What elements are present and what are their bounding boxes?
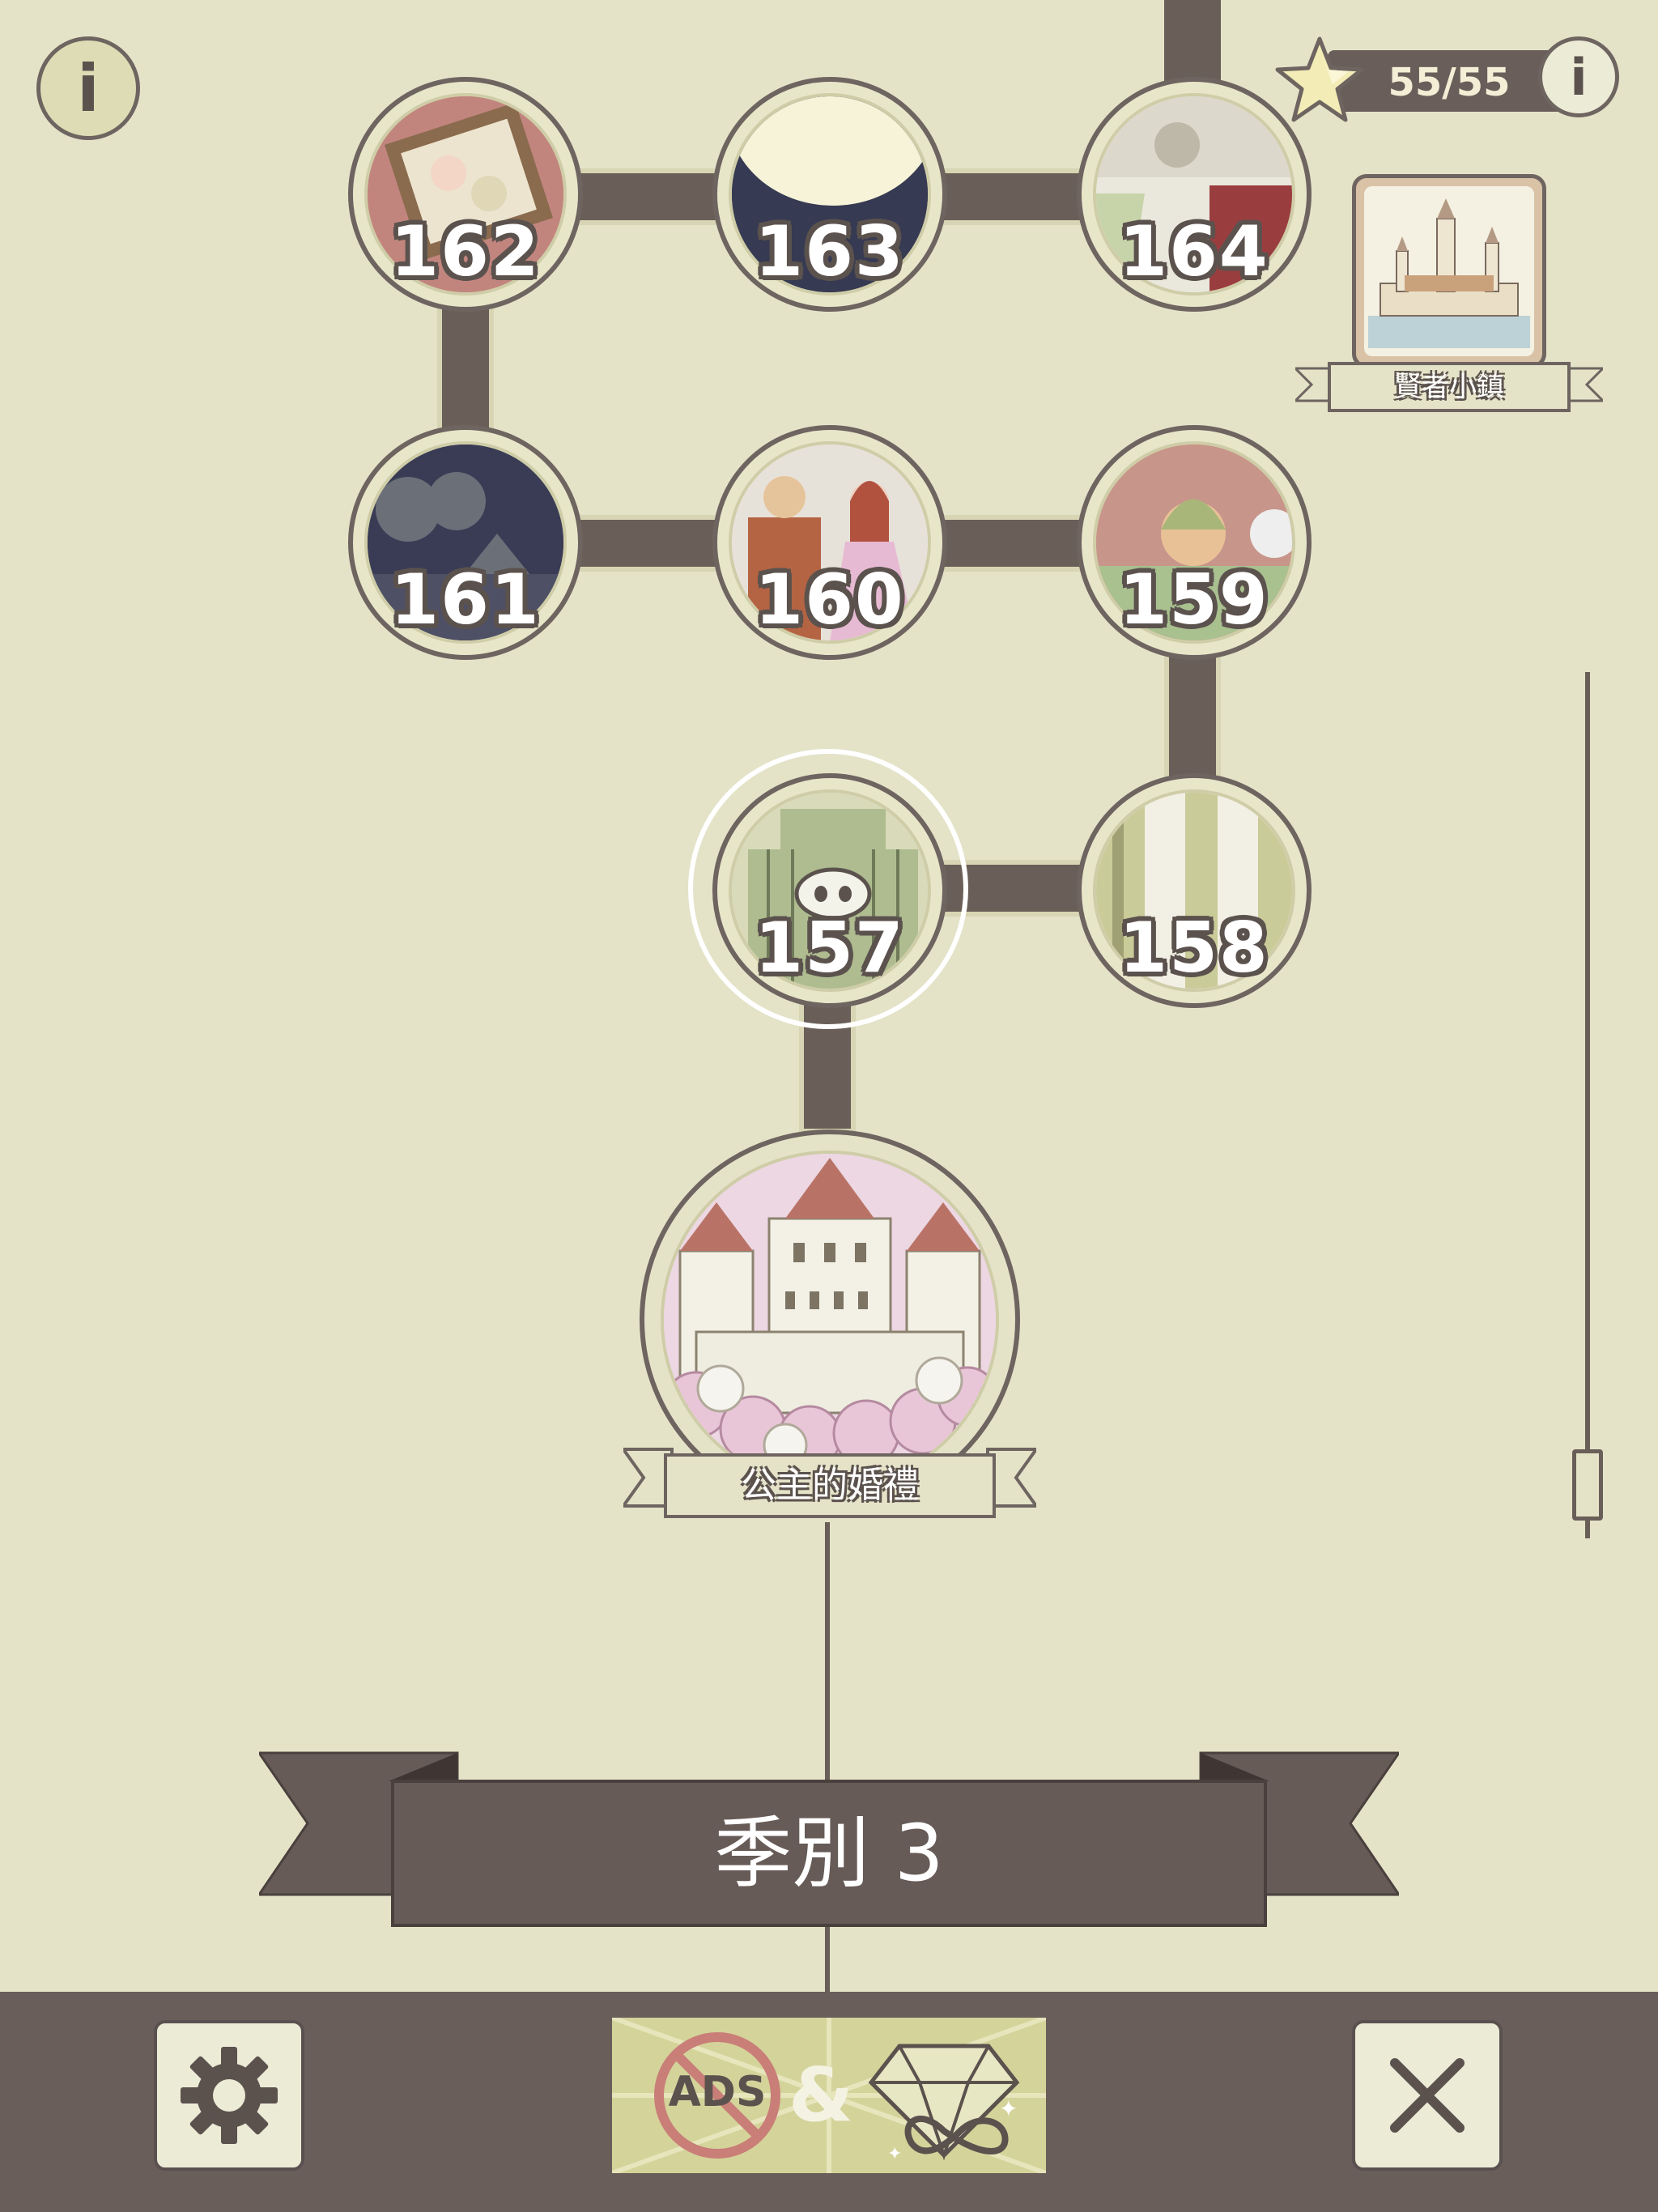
season-banner: 季別 3 [259, 1749, 1399, 1935]
connector-162-161 [437, 300, 494, 437]
next-chapter-image [1352, 174, 1546, 368]
next-chapter-card[interactable]: 賢者小鎮 [1295, 174, 1603, 417]
ads-text: ADS [668, 2068, 767, 2116]
level-number: 161 [390, 559, 541, 640]
ampersand-text: & [789, 2052, 854, 2138]
castle-image [661, 1151, 999, 1489]
info-icon: i [77, 50, 100, 126]
level-164-image [1093, 93, 1295, 296]
info-button-right[interactable]: i [1538, 36, 1619, 117]
svg-text:✦: ✦ [999, 2095, 1018, 2122]
castle-illustration [664, 1154, 996, 1486]
level-node-161[interactable]: 161 [348, 425, 583, 660]
remove-ads-banner[interactable]: ADS & ✦ ✦ [612, 2018, 1046, 2173]
corridor-illustration [1096, 793, 1292, 989]
connector-160-159 [931, 515, 1093, 572]
star-counter-bar [1328, 50, 1571, 112]
scrollbar-track[interactable] [1585, 672, 1590, 1538]
close-icon [1390, 2058, 1465, 2133]
current-chapter-title: 公主的婚禮 [664, 1453, 996, 1518]
diamond-infinity-icon: ✦ ✦ [868, 2044, 1020, 2164]
chapter-medallion-frame [640, 1129, 1020, 1510]
connector-163-164 [931, 168, 1093, 225]
moon-illustration [732, 96, 928, 292]
svg-text:✦: ✦ [887, 2144, 902, 2164]
top-vertical-connector [1164, 0, 1221, 89]
settings-button[interactable] [154, 2020, 304, 2171]
next-chapter-ribbon-tails [1295, 367, 1603, 402]
level-161-image [364, 441, 567, 644]
level-node-160[interactable]: 160 [712, 425, 947, 660]
level-number: 159 [1119, 559, 1269, 640]
season-banner-shape [259, 1751, 1399, 1927]
connector-162-163 [567, 168, 729, 225]
portrait-frame-illustration [368, 96, 563, 292]
star-counter: 55/55 i [1271, 32, 1619, 122]
next-chapter-title: 賢者小鎮 [1328, 362, 1571, 412]
season-thin-line [825, 1522, 830, 1992]
level-number: 158 [1119, 908, 1269, 989]
level-node-157[interactable]: 157 [712, 773, 947, 1008]
current-level-highlight-ring [688, 749, 968, 1029]
night-forest-illustration [368, 445, 563, 640]
info-icon: i [1570, 47, 1588, 107]
level-node-164[interactable]: 164 [1077, 77, 1312, 312]
level-162-image [364, 93, 567, 296]
bathroom-illustration [1096, 96, 1292, 292]
star-icon [1275, 36, 1364, 122]
level-163-image [729, 93, 931, 296]
level-number: 160 [755, 559, 905, 640]
level-160-image [729, 441, 931, 644]
gear-icon [181, 2047, 278, 2144]
level-number: 163 [755, 211, 905, 292]
no-ads-icon [654, 2032, 780, 2159]
connector-159-158 [1164, 648, 1221, 785]
connector-161-160 [567, 515, 729, 572]
level-node-159[interactable]: 159 [1077, 425, 1312, 660]
current-chapter-medallion[interactable]: 公主的婚禮 [623, 1129, 1036, 1526]
level-number: 157 [755, 908, 905, 989]
scrollbar-thumb[interactable] [1572, 1449, 1603, 1521]
level-number: 162 [390, 211, 541, 292]
pig-crate-illustration [732, 793, 928, 989]
level-158-image [1093, 789, 1295, 992]
star-count-text: 55/55 [1388, 60, 1511, 105]
chapter-ribbon-tails [623, 1448, 1036, 1508]
season-title: 季別 3 [714, 1808, 944, 1899]
level-157-image [729, 789, 931, 992]
close-button[interactable] [1352, 2020, 1503, 2171]
level-node-158[interactable]: 158 [1077, 773, 1312, 1008]
level-node-163[interactable]: 163 [712, 77, 947, 312]
level-159-image [1093, 441, 1295, 644]
level-node-162[interactable]: 162 [348, 77, 583, 312]
level-number: 164 [1119, 211, 1269, 292]
info-button-left[interactable]: i [36, 36, 140, 140]
town-illustration [1364, 186, 1534, 356]
